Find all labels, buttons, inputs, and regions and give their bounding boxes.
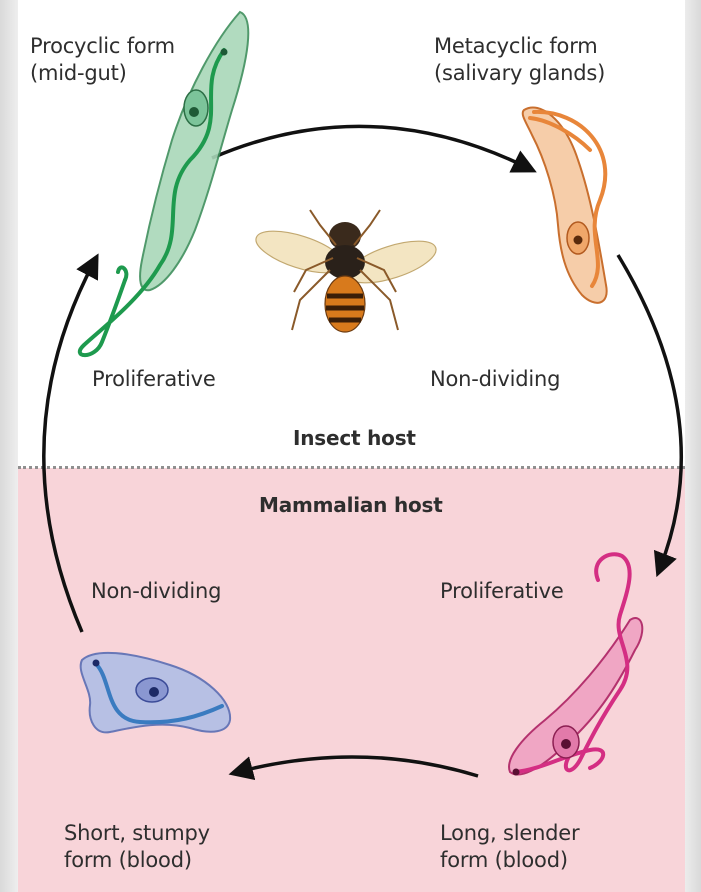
metacyclic-trypanosome <box>523 107 607 302</box>
mammalian-host-label: Mammalian host <box>259 492 443 519</box>
arrow-metacyclic-to-slender <box>618 255 681 568</box>
procyclic-stage-name: Procyclic form (mid-gut) <box>30 33 175 87</box>
stumpy-stage-name: Short, stumpy form (blood) <box>64 820 210 874</box>
insect-host-label: Insect host <box>293 425 416 452</box>
arrow-slender-to-stumpy <box>238 757 478 776</box>
arrow-procyclic-to-metacyclic <box>212 126 528 168</box>
stumpy-trypanosome <box>81 653 230 733</box>
stumpy-stage-state: Non-dividing <box>91 578 221 605</box>
slender-stage-name: Long, slender form (blood) <box>440 820 579 874</box>
tsetse-fly-icon <box>251 210 440 332</box>
metacyclic-stage-state: Non-dividing <box>430 366 560 393</box>
metacyclic-stage-name: Metacyclic form (salivary glands) <box>434 33 605 87</box>
slender-stage-state: Proliferative <box>440 578 564 605</box>
procyclic-stage-state: Proliferative <box>92 366 216 393</box>
arrow-stumpy-to-procyclic <box>44 262 94 632</box>
